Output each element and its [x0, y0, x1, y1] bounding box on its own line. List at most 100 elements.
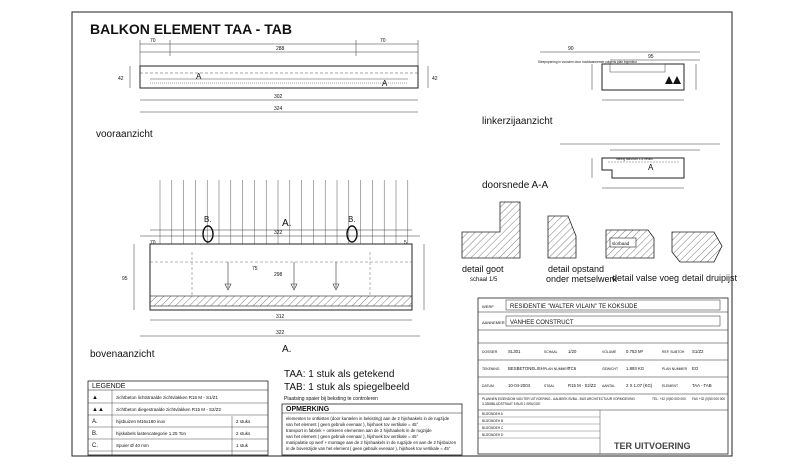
titleblock-value: R15 M - S2/Z2 [568, 383, 597, 388]
aannemer-label: AANNEMER [482, 320, 505, 325]
detail-opstand-shape [547, 215, 577, 259]
dim-front-right: 42 [432, 76, 438, 82]
werf-value: RESIDENTIE "WALTER VILAIN" TE KOKSIJDE [510, 304, 638, 310]
view-label-left: linkerzijaanzicht [482, 116, 553, 127]
aannemer-value: VANHEE CONSTRUCT [510, 320, 574, 326]
titleblock-label: ELEMENT [662, 384, 678, 388]
section-a-a: helling aanzicht 1.5 neuks A doorsnede A… [482, 143, 720, 191]
top-section-mark-bottom: A. [282, 344, 291, 355]
dim-top-mid: 298 [274, 272, 283, 278]
remarks: OPMERKING elementen te ontkisten (door k… [281, 403, 463, 456]
front-element-body [139, 65, 419, 89]
dim-left-top-1: 90 [568, 46, 574, 52]
legend-table: LEGENDE ▲ zichtbeton lichtstraalde zichtv… [87, 380, 269, 456]
dim-top-left: 95 [122, 276, 128, 282]
titleblock-value: EO [692, 366, 699, 371]
remark-line: elementen te ontkisten (door kantelen in… [286, 416, 450, 421]
titleblock-value: 0.753 M³ [626, 349, 644, 354]
legend-qty: 1 stuk [236, 443, 249, 448]
lifting-label-b-left: B. [204, 215, 212, 224]
lifting-label-b-right: B. [348, 215, 356, 224]
left-element-body [601, 63, 685, 91]
top-section-mark: A. [282, 218, 291, 229]
remark-line: transport in fabriek + omkeren elementen… [286, 428, 432, 433]
dim-top-top-2: 70 [150, 240, 156, 246]
view-label-front: vooraanzicht [96, 129, 153, 140]
detail-goot-scale: schaal 1/5 [470, 277, 498, 283]
company-line: 3-3308BLIJDSTRAAT 5 BUS 1 BRUGGE [482, 402, 540, 406]
detail-valse-voeg-label: detail valse voeg [612, 273, 679, 283]
revision-row: BIJZONDEH C [482, 426, 504, 430]
legend-title: LEGENDE [92, 383, 126, 390]
detail-goot-label: detail goot [462, 264, 504, 274]
section-mark-a: A [648, 163, 654, 172]
titleblock-value: 1.893 KG [626, 366, 645, 371]
dim-top-bottom-1: 312 [276, 314, 285, 320]
title-block: WERF RESIDENTIE "WALTER VILAIN" TE KOKSI… [477, 297, 729, 455]
tab-text: TAB: 1 stuk als spiegelbeeld [284, 382, 409, 393]
stamp-text: TER UITVOERING [614, 441, 691, 451]
titleblock-value: S1/Z2 [692, 349, 704, 354]
rebar-comb [159, 180, 409, 244]
titleblock-value: TAA - TAB [692, 383, 712, 388]
left-side-view: 90 95 Sleepopening in voorzien door hoof… [482, 46, 700, 127]
detail-opstand-label: detail opstand [548, 264, 604, 274]
detail-opstand-sub: onder metselwerk [546, 274, 618, 284]
top-view: 322 70 5 B. B. A. 298 75 95 312 322 A. [90, 180, 425, 360]
titleblock-label: AANTAL [602, 384, 615, 388]
remark-line: van het element ( geen gebruik evenaar )… [286, 422, 419, 427]
dim-left-top-2: 95 [648, 54, 654, 60]
company-phone: TEL. +32 (0)50 000 000 [652, 397, 686, 401]
remark-line: in de bovenzijde van het element ( geen … [286, 446, 451, 451]
section-profile [601, 157, 685, 179]
legend-symbol: A. [92, 419, 98, 425]
titleblock-label: DOSSIER [482, 350, 498, 354]
detail-goot-shape [461, 201, 521, 259]
legend-symbol: C. [92, 443, 98, 449]
detail-valse-voeg-tag: slorbaad [612, 241, 630, 246]
titleblock-value: TC6 [568, 366, 577, 371]
legend-symbol: ▲ [92, 395, 98, 401]
dim-top-inner: 75 [252, 266, 258, 272]
front-note: Sleepopening in voorzien door hoofdaanne… [538, 60, 638, 64]
company-fax: FAX +32 (0)50 000 000 [692, 397, 725, 401]
front-section-mark-left: A [196, 72, 202, 81]
sheet-frame [71, 11, 733, 457]
remark-line: van het element ( geen gebruik evenaar )… [286, 434, 419, 439]
dim-top-top-1: 322 [274, 230, 283, 236]
titleblock-label: SCHAAL [544, 350, 558, 354]
legend-text: hijskabels lastencategorie 1.25 Ton [116, 431, 186, 436]
titleblock-value: 10-04-2004 [508, 383, 531, 388]
placement-note: Plaatsing spaier bij beksting te control… [284, 396, 378, 402]
titleblock-label: DATUM [482, 384, 494, 388]
front-view: 70 288 70 A A 42 42 302 324 vooraanzicht [96, 38, 438, 140]
top-element-body [149, 243, 413, 311]
dim-front-left: 42 [118, 76, 124, 82]
legend-text: Spuier Ø 40 mm [116, 443, 149, 448]
titleblock-label: TEKENING [482, 367, 500, 371]
titleblock-value: BESBETONELISH [508, 366, 544, 371]
legend-qty: 2 stuks [236, 431, 251, 436]
front-section-mark-right: A [382, 79, 388, 88]
legend-text: zichtbeton diegestraalde zichtvlakken R1… [116, 407, 222, 412]
dim-front-top-3: 70 [380, 38, 386, 44]
taa-text: TAA: 1 stuk als getekend [284, 369, 394, 380]
view-label-top: bovenaanzicht [90, 349, 155, 360]
remark-line: manipulatie op werf + montage aan de 2 h… [286, 440, 457, 445]
legend-text: zichtbeton lichtstraalde zichtvlakken R1… [116, 395, 219, 400]
dim-front-top-2: 288 [276, 46, 285, 52]
dim-top-top-3: 5 [404, 240, 407, 246]
revision-row: BIJZONDEH A [482, 412, 504, 416]
revision-row: BIJZONDEH B [482, 419, 503, 423]
werf-label: WERF [482, 304, 494, 309]
titleblock-label: STAAL [544, 384, 555, 388]
titleblock-value: SL301 [508, 349, 521, 354]
titleblock-label: PLAN NUMMER [544, 367, 570, 371]
detail-druipijst-shape [671, 231, 723, 263]
titleblock-value: 1/20 [568, 349, 577, 354]
legend-qty: 2 stuks [236, 419, 251, 424]
revision-row: BIJZONDEH D [482, 433, 504, 437]
details: detail goot schaal 1/5 detail opstand on… [461, 201, 738, 284]
